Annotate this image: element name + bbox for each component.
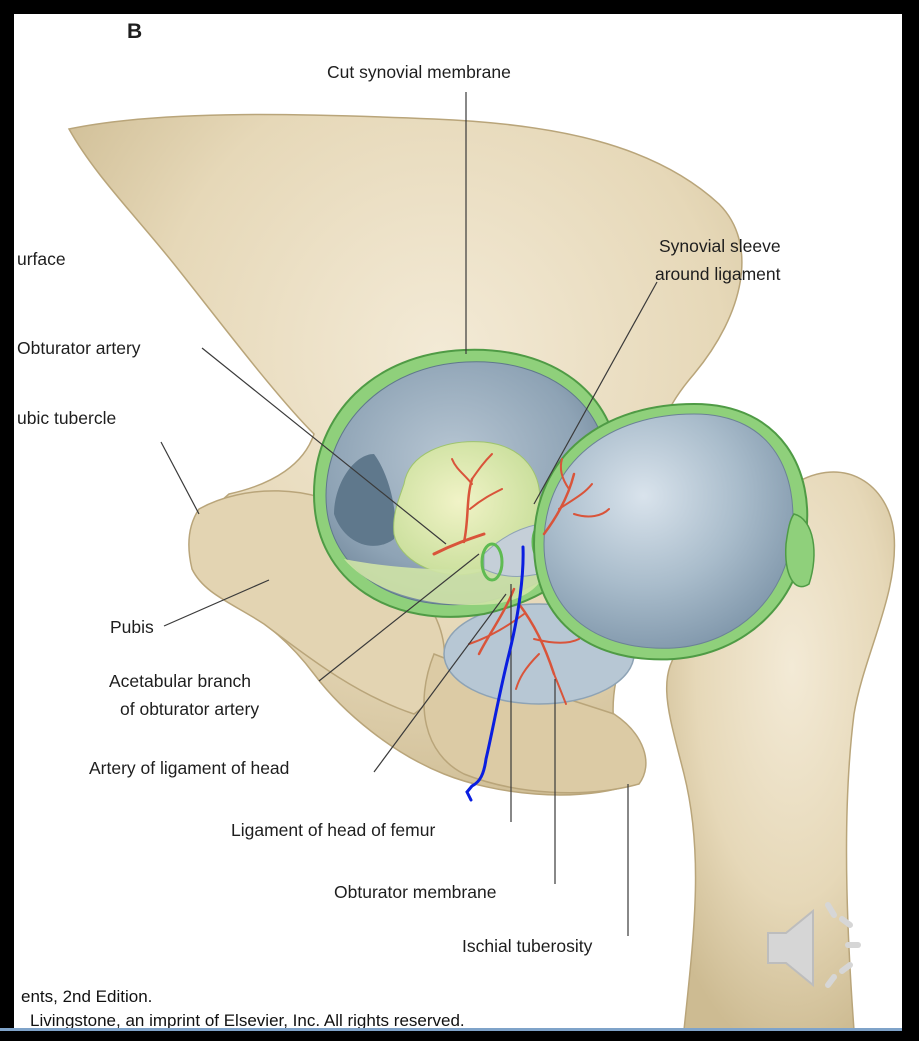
caption-line1: ents, 2nd Edition. (21, 987, 153, 1006)
bottom-rule (0, 1028, 902, 1031)
label-synovial-sleeve-line1: Synovial sleeve (659, 236, 781, 256)
acetabular-notch (334, 454, 396, 546)
label-synovial-sleeve-line2: around ligament (655, 264, 781, 284)
label-obturator-membrane: Obturator membrane (334, 882, 497, 902)
label-cut-synovial-membrane: Cut synovial membrane (327, 62, 511, 82)
hip-joint-illustration (67, 92, 896, 1030)
panel-letter: B (127, 20, 143, 43)
label-ischial-tuberosity: Ischial tuberosity (462, 936, 593, 956)
anatomy-figure: B Cut synovial membrane Synovial sleeve … (14, 14, 902, 1030)
label-artery-of-ligament: Artery of ligament of head (89, 758, 290, 778)
label-surface: urface (17, 249, 66, 269)
hand-drawn-annotation (465, 545, 525, 802)
label-acetabular-branch-line2: of obturator artery (120, 699, 260, 719)
leader-lines (160, 92, 658, 936)
synovial-sleeve-ring-1 (480, 542, 504, 582)
label-pubis: Pubis (110, 617, 154, 637)
label-acetabular-branch-line1: Acetabular branch (109, 671, 252, 691)
label-obturator-artery: Obturator artery (17, 338, 141, 358)
label-pubic-tubercle: ubic tubercle (17, 408, 117, 428)
speaker-icon[interactable] (758, 893, 878, 1003)
capsule-flap (785, 513, 815, 588)
label-ligament-of-head: Ligament of head of femur (231, 820, 436, 840)
caption-line2: Livingstone, an imprint of Elsevier, Inc… (30, 1011, 465, 1030)
